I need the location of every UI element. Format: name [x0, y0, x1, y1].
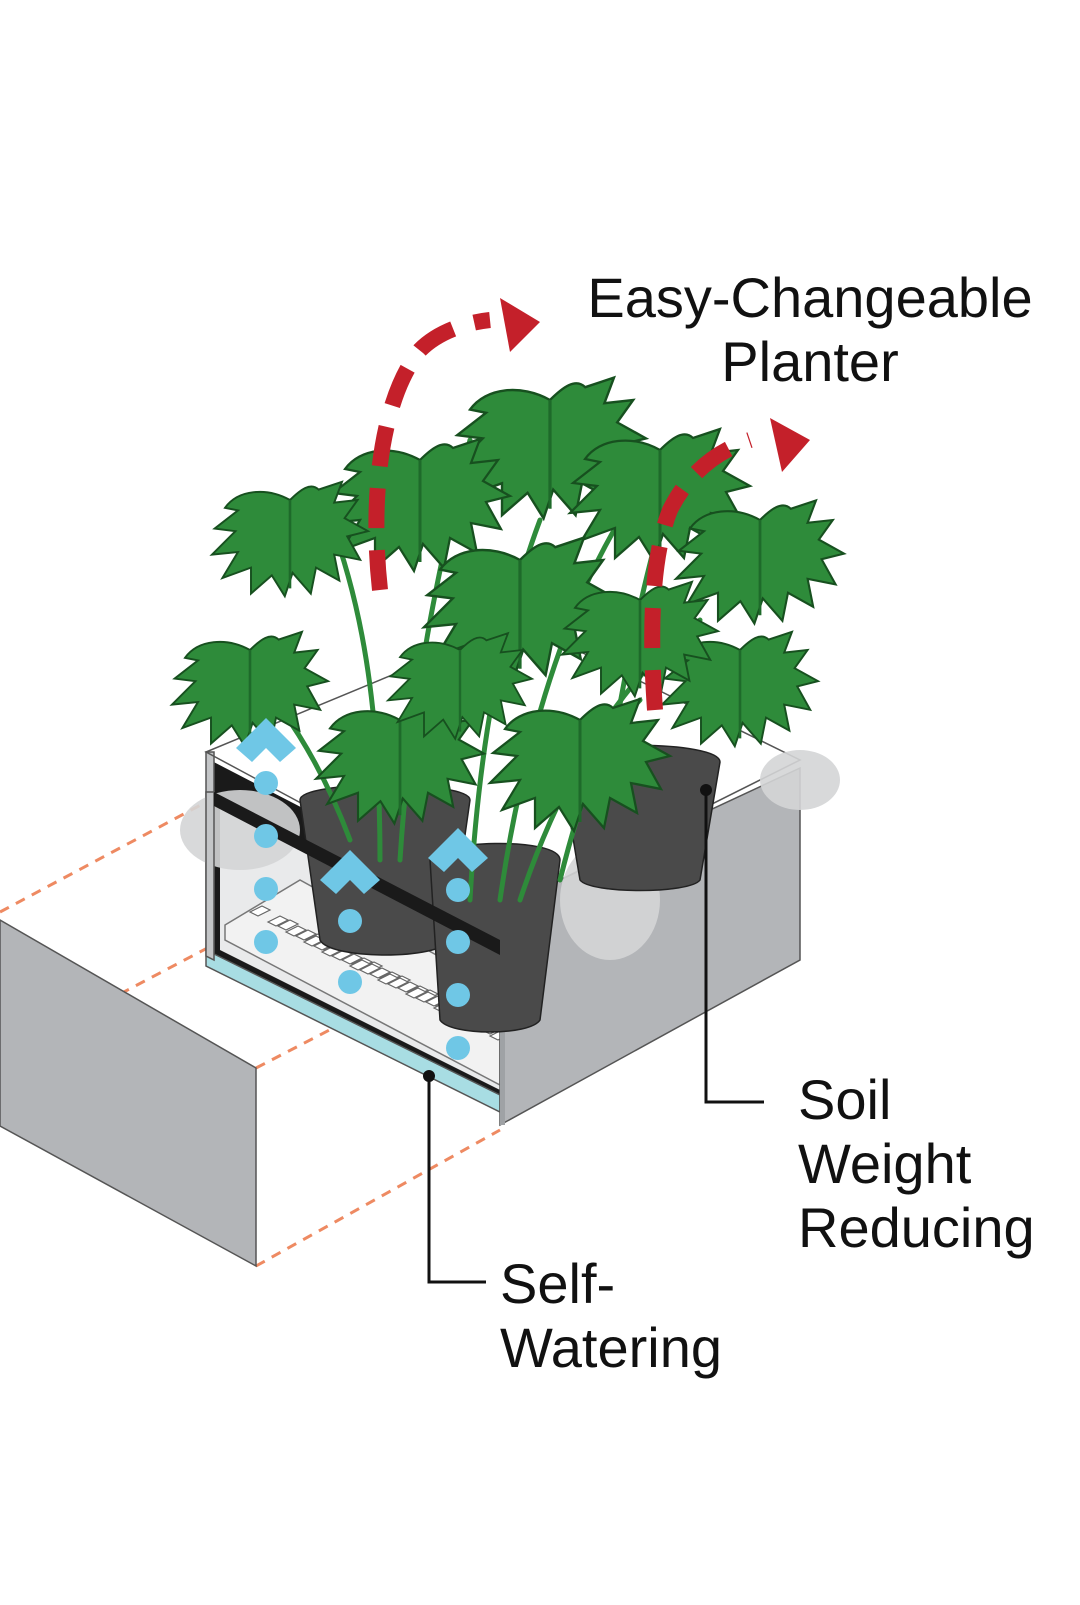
monstera-leaves [170, 376, 846, 833]
tray-hole [376, 973, 400, 985]
tray-hole [396, 981, 420, 993]
planter-label-line1: Easy-Changeable [587, 266, 1033, 329]
tray-hole [348, 959, 372, 971]
tray-hole [368, 967, 392, 979]
tray-hole [248, 905, 272, 917]
tray-hole [294, 929, 318, 941]
planter-label-line2: Planter [721, 330, 899, 393]
callout-lines [427, 790, 764, 1284]
move-arrows [368, 312, 753, 711]
tray-hole [386, 977, 410, 989]
callout-dots [423, 784, 712, 1082]
self-watering-label: Self- Watering [500, 1252, 722, 1380]
soil-weight-reducing-label: Soil Weight Reducing [798, 1068, 1035, 1260]
soil-label-line3: Reducing [798, 1196, 1035, 1259]
tray-hole [414, 991, 438, 1003]
water-label-line2: Watering [500, 1316, 723, 1379]
tray-hole [284, 925, 308, 937]
soil-label-line1: Soil [798, 1068, 892, 1131]
easy-changeable-planter-label: Easy-Changeable Planter [560, 266, 1060, 394]
tray-hole [276, 919, 300, 931]
water-arrows [236, 718, 488, 1060]
tray-hole [340, 953, 364, 965]
water-label-line1: Self- [500, 1252, 616, 1315]
tray-hole [358, 963, 382, 975]
move-arrow-heads [500, 298, 810, 472]
soil-label-line2: Weight [798, 1132, 972, 1195]
tray-hole [404, 987, 428, 999]
tray-hole [266, 915, 290, 927]
slide-out-module [0, 919, 257, 1268]
